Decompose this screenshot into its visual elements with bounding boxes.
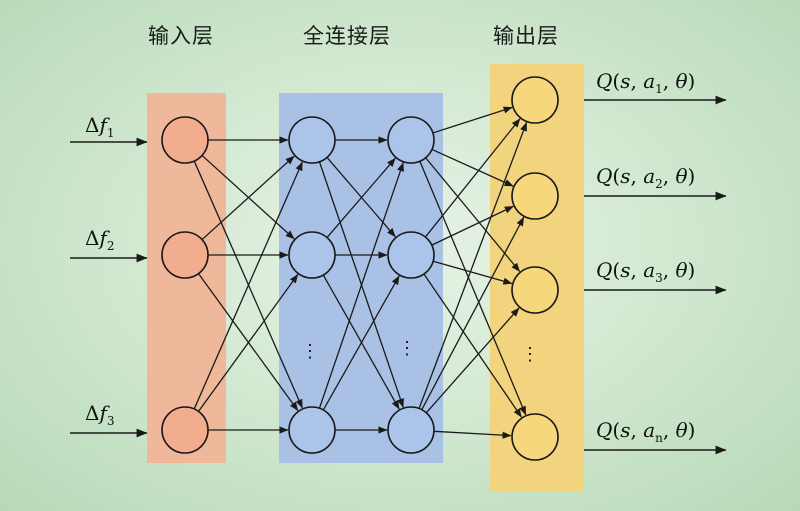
hidden2-node-1 [387, 116, 435, 164]
edge-l2-1-to-3 [423, 273, 523, 418]
hidden1-node-2 [288, 231, 336, 279]
edge-l2-0-to-3 [419, 160, 527, 416]
hidden1-node-1 [288, 116, 336, 164]
edge-l1-1-to-0 [326, 157, 396, 238]
input-node-2 [161, 231, 209, 279]
output-label-1: Q(s, a1, θ) [596, 69, 695, 96]
edge-l2-0-to-1 [431, 148, 514, 187]
output-node-4 [511, 413, 559, 461]
edge-l2-2-to-1 [421, 216, 525, 410]
output-label-2: Q(s, a2, θ) [596, 164, 695, 191]
nodes [161, 76, 559, 461]
edge-l2-1-to-2 [432, 260, 513, 285]
input-layer-title: 输入层 [148, 24, 214, 48]
edge-l0-2-to-0 [193, 161, 303, 410]
output-layer-title: 输出层 [493, 24, 559, 48]
hidden2-node-2 [387, 231, 435, 279]
hidden-layer-title: 全连接层 [303, 24, 391, 48]
edge-l2-2-to-3 [433, 430, 512, 439]
input-label-1: Δf1 [85, 113, 115, 140]
input-label-2: Δf2 [85, 226, 115, 253]
output-node-3 [511, 266, 559, 314]
ellipsis-hidden-2: ⋮ [398, 338, 416, 359]
input-node-3 [161, 406, 209, 454]
output-label-n: Q(s, an, θ) [596, 418, 695, 445]
input-node-1 [161, 116, 209, 164]
edge-l2-2-to-2 [425, 307, 520, 414]
ellipsis-output: ⋮ [521, 344, 539, 365]
output-node-1 [511, 76, 559, 124]
edge-l2-1-to-0 [424, 118, 521, 238]
edge-l2-1-to-1 [431, 205, 514, 246]
edge-l0-2-to-1 [197, 274, 299, 412]
ellipsis-hidden-1: ⋮ [301, 341, 319, 362]
connection-edges [193, 106, 528, 439]
hidden2-node-3 [387, 406, 435, 454]
edge-l1-2-to-1 [322, 275, 400, 411]
edge-l1-2-to-0 [318, 162, 404, 409]
output-label-3: Q(s, a3, θ) [596, 258, 695, 285]
hidden1-node-3 [288, 406, 336, 454]
io-arrows [70, 95, 727, 455]
edge-l2-2-to-0 [418, 122, 528, 409]
edge-l2-0-to-0 [432, 106, 513, 134]
input-label-3: Δf3 [85, 401, 115, 428]
edge-l0-1-to-0 [201, 155, 295, 241]
edge-l2-0-to-2 [425, 157, 521, 272]
output-node-2 [511, 172, 559, 220]
